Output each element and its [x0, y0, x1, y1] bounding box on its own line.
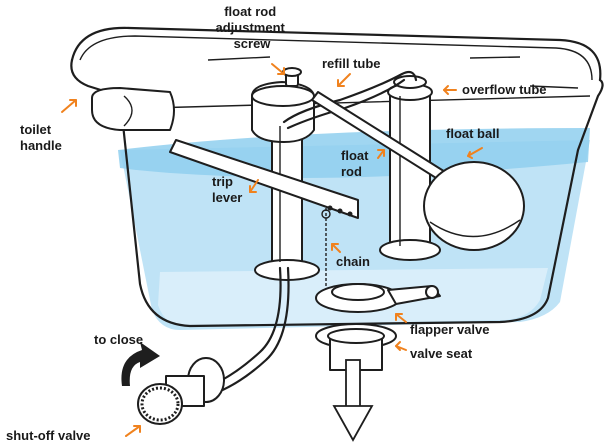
tank	[70, 26, 604, 330]
overflow-tube	[379, 75, 441, 261]
label-float-rod-adjustment-screw: float rod adjustment screw	[216, 4, 289, 51]
arrow-float-ball	[467, 147, 483, 159]
label-valve-seat: valve seat	[410, 346, 473, 361]
toilet-handle-shape	[91, 87, 175, 131]
label-chain: chain	[336, 254, 370, 269]
arrow-refill-tube	[337, 73, 351, 87]
chain-shape	[321, 208, 331, 300]
arrow-float-rod	[377, 149, 385, 159]
arrow-overflow-tube	[443, 85, 457, 95]
label-to-close: to close	[94, 332, 143, 347]
arrow-toilet-handle	[61, 99, 77, 113]
arrow-flapper-valve	[395, 313, 407, 323]
rotation-arrow-icon	[121, 342, 160, 386]
arrow-trip-lever	[249, 179, 259, 193]
trip-lever-shape	[169, 139, 359, 219]
pointer-arrows	[61, 63, 483, 437]
shut-off-valve-shape	[137, 357, 225, 425]
arrow-chain	[331, 243, 341, 253]
label-float-rod: float rod	[341, 148, 372, 179]
label-shut-off-valve: shut-off valve	[6, 428, 91, 443]
label-overflow-tube: overflow tube	[462, 82, 547, 97]
supply-line	[212, 266, 282, 386]
label-float-ball: float ball	[446, 126, 499, 141]
label-refill-tube: refill tube	[322, 56, 381, 71]
arrow-shut-off-valve	[125, 425, 141, 437]
flapper-valve-shape	[315, 283, 441, 313]
arrow-adjustment-screw	[271, 63, 285, 75]
label-toilet-handle: toilet handle	[20, 122, 62, 153]
refill-tube	[282, 70, 418, 124]
flush-down-arrow	[332, 359, 374, 442]
label-flapper-valve: flapper valve	[410, 322, 490, 337]
float-ball-shape	[423, 161, 525, 251]
valve-seat-shape	[315, 323, 397, 371]
label-trip-lever: trip lever	[212, 174, 242, 205]
arrow-valve-seat	[395, 341, 407, 351]
